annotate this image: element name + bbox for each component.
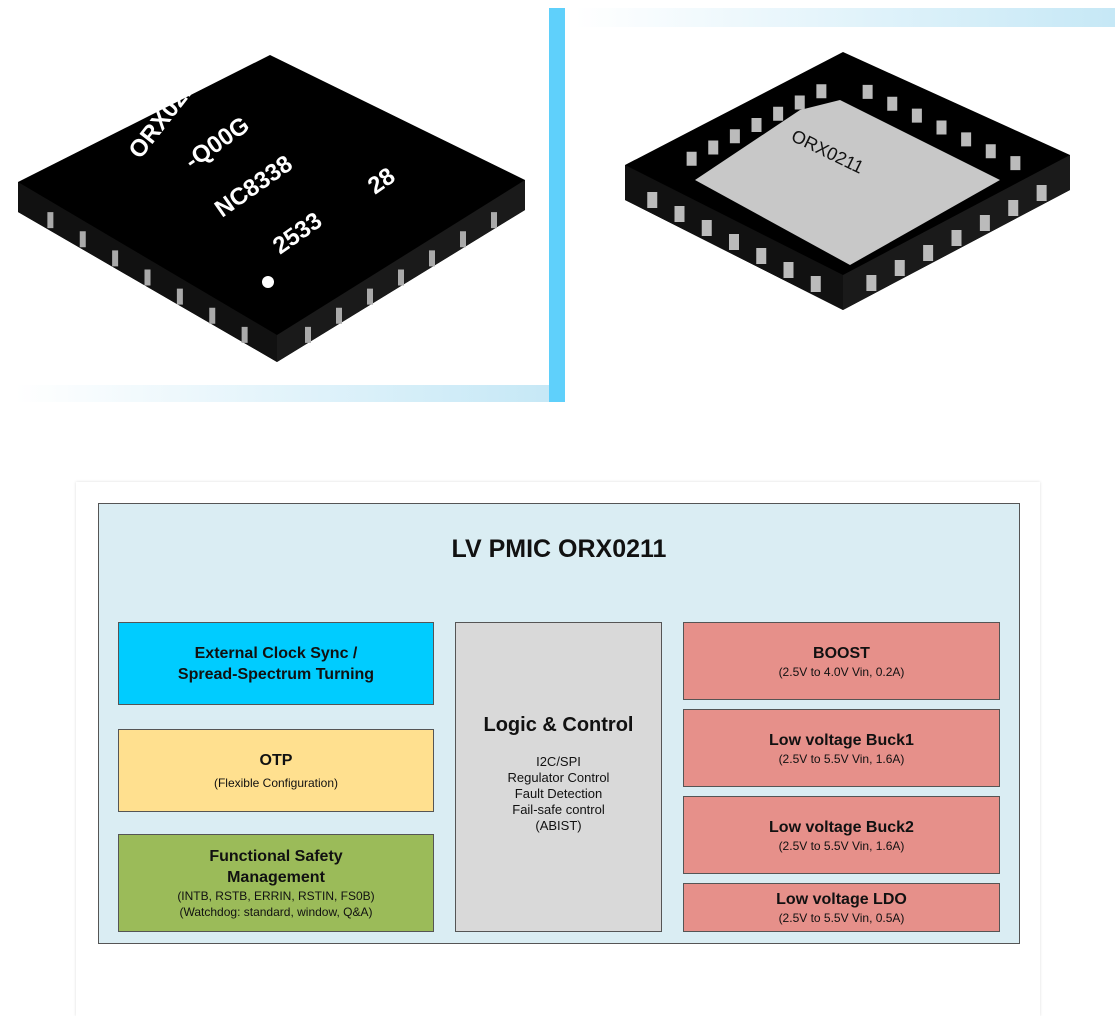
block-title: Logic & Control	[483, 714, 634, 736]
otp-block: OTP (Flexible Configuration)	[118, 729, 434, 812]
chip-pin	[810, 276, 821, 292]
block-title: Low voltage Buck2	[769, 818, 914, 836]
chip-pin	[961, 132, 972, 147]
chip-pin	[979, 215, 990, 231]
chip-pin	[936, 120, 947, 135]
chip-pin	[701, 220, 712, 236]
chip-pin	[729, 129, 740, 144]
chip-pin	[985, 144, 996, 159]
chip-pin	[773, 106, 784, 121]
chip-pin	[1036, 185, 1047, 201]
clock-sync-block: External Clock Sync / Spread-Spectrum Tu…	[118, 622, 434, 705]
chip-pin	[144, 269, 151, 286]
chip-pin	[176, 288, 183, 305]
chip-pin	[751, 118, 762, 132]
chip-top-view-image: ORX0211 -Q00G NC8338 2533 28	[18, 55, 525, 362]
chip-pin	[894, 260, 905, 276]
block-subtitle: (Watchdog: standard, window, Q&A)	[179, 905, 373, 919]
chip-pin	[674, 206, 685, 222]
chip-pin	[1008, 200, 1019, 216]
chip-pin	[816, 84, 827, 99]
logic-item: I2C/SPI	[536, 754, 581, 769]
logic-item: Fail-safe control	[512, 802, 605, 817]
chip-pin	[1010, 156, 1021, 171]
chip-pin	[794, 95, 805, 110]
buck2-block: Low voltage Buck2 (2.5V to 5.5V Vin, 1.6…	[683, 796, 1000, 874]
block-subtitle: (2.5V to 5.5V Vin, 0.5A)	[778, 911, 905, 925]
buck1-block: Low voltage Buck1 (2.5V to 5.5V Vin, 1.6…	[683, 709, 1000, 787]
frame-gradient-bar-top	[575, 8, 1115, 27]
block-title: Spread-Spectrum Turning	[177, 665, 375, 683]
chip-pin	[923, 245, 934, 261]
chip-pin	[336, 307, 342, 324]
chip-pin	[79, 231, 86, 248]
chip-pin	[911, 108, 922, 123]
diagram-title: LV PMIC ORX0211	[451, 535, 667, 563]
block-title: External Clock Sync /	[194, 644, 358, 662]
block-title: OTP	[259, 752, 293, 769]
block-title: Functional Safety	[209, 848, 343, 865]
chip-pin	[708, 140, 719, 155]
block-subtitle: (2.5V to 5.5V Vin, 1.6A)	[778, 838, 905, 853]
block-title: Management	[227, 869, 325, 886]
chip-pin	[305, 326, 311, 343]
ldo-block: Low voltage LDO (2.5V to 5.5V Vin, 0.5A)	[683, 883, 1000, 932]
block-title: Low voltage LDO	[776, 891, 907, 908]
frame-accent-bar	[549, 8, 565, 402]
chip-bottom-view-image: ORX0211	[625, 52, 1070, 310]
chip-pin	[241, 326, 248, 343]
chip-pin	[429, 250, 435, 267]
block-subtitle: (2.5V to 4.0V Vin, 0.2A)	[778, 664, 905, 679]
chip-pin	[783, 262, 794, 278]
logic-item: (ABIST)	[535, 818, 582, 833]
chip-pin	[491, 212, 497, 229]
chip-pin	[866, 275, 877, 291]
block-subtitle: (INTB, RSTB, ERRIN, RSTIN, FS0B)	[177, 889, 375, 903]
chip-pin	[209, 307, 216, 324]
chip-pin	[47, 212, 54, 229]
block-title: BOOST	[813, 644, 870, 662]
chip-pin	[686, 151, 697, 166]
chip-pin	[756, 248, 767, 264]
chip-pin	[398, 269, 404, 286]
logic-control-block: Logic & Control I2C/SPI Regulator Contro…	[455, 622, 662, 932]
block-subtitle: (2.5V to 5.5V Vin, 1.6A)	[778, 751, 905, 766]
logic-item: Regulator Control	[507, 770, 610, 785]
block-title: Low voltage Buck1	[769, 731, 914, 749]
chip-pin	[367, 288, 373, 305]
chip-pin	[951, 230, 962, 246]
functional-safety-block: Functional Safety Management (INTB, RSTB…	[118, 834, 434, 932]
logic-item: Fault Detection	[514, 786, 603, 801]
chip-pin	[862, 84, 873, 99]
frame-gradient-bar-bottom	[15, 385, 549, 402]
block-subtitle: (Flexible Configuration)	[213, 776, 339, 790]
chip-pin	[112, 250, 119, 267]
boost-block: BOOST (2.5V to 4.0V Vin, 0.2A)	[683, 622, 1000, 700]
chip-pin	[887, 96, 898, 111]
chip-pin	[729, 234, 739, 250]
chip-pin	[460, 231, 466, 248]
chip-pin	[647, 192, 658, 208]
